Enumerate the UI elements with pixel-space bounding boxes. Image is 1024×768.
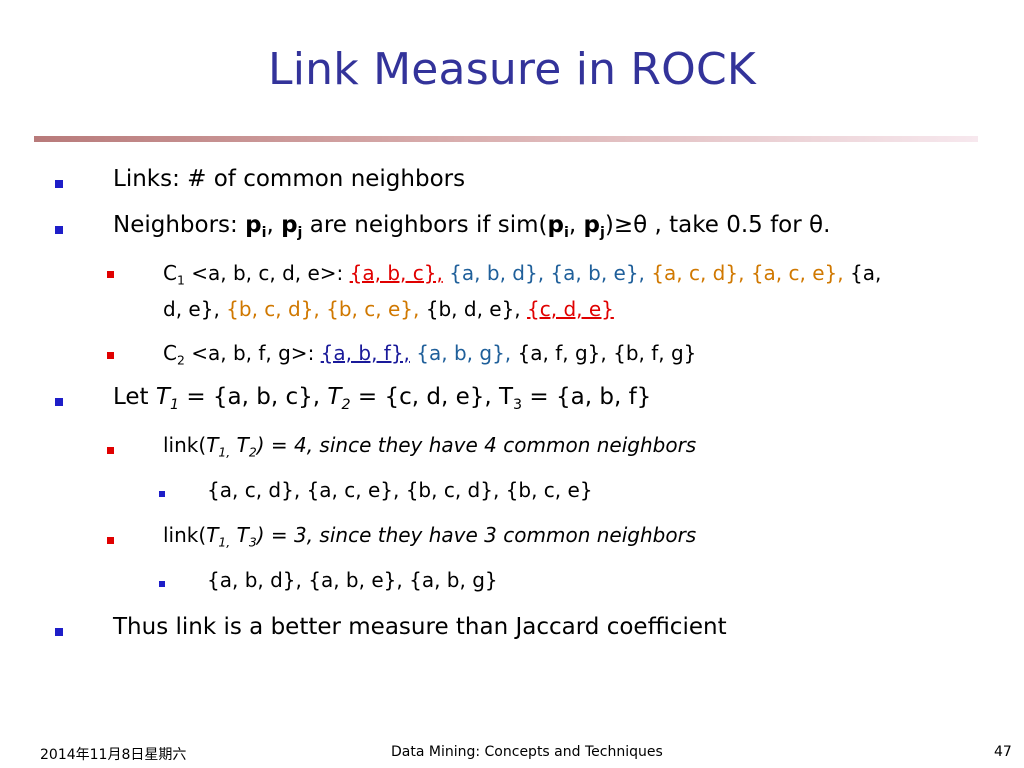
sub-bullet-marker [107,447,114,454]
slide-title: Link Measure in ROCK [268,44,756,95]
footer-title: Data Mining: Concepts and Techniques [391,744,663,760]
page-number: 47 [994,744,1012,760]
bullet-neighbors: Neighbors: pi, pj are neighbors if sim(p… [113,212,831,241]
bullet-conclusion: Thus link is a better measure than Jacca… [113,614,727,640]
bullet-marker [55,628,63,636]
common-neighbors-t1-t2: {a, c, d}, {a, c, e}, {b, c, d}, {b, c, … [207,478,593,502]
link-t1-t3: link(T1, T3) = 3, since they have 3 comm… [163,523,697,550]
sub-bullet-marker [107,537,114,544]
common-neighbors-t1-t3: {a, b, d}, {a, b, e}, {a, b, g} [207,568,498,592]
bullet-marker [55,398,63,406]
c2-neighbors: C2 <a, b, f, g>: {a, b, f}, {a, b, g}, {… [163,341,697,368]
bullet-links: Links: # of common neighbors [113,166,466,192]
bullet-let: Let T1 = {a, b, c}, T2 = {c, d, e}, T3 =… [113,384,652,413]
c1-neighbors-line1: C1 <a, b, c, d, e>: {a, b, c}, {a, b, d}… [163,261,882,288]
sub-sub-bullet-marker [159,581,165,587]
link-t1-t2: link(T1, T2) = 4, since they have 4 comm… [163,433,697,460]
title-divider [34,136,978,142]
footer-date: 2014年11月8日星期六 [40,747,187,763]
bullet-marker [55,226,63,234]
sub-bullet-marker [107,271,114,278]
bullet-marker [55,180,63,188]
sub-sub-bullet-marker [159,491,165,497]
sub-bullet-marker [107,352,114,359]
c1-neighbors-line2: d, e}, {b, c, d}, {b, c, e}, {b, d, e}, … [163,297,614,321]
